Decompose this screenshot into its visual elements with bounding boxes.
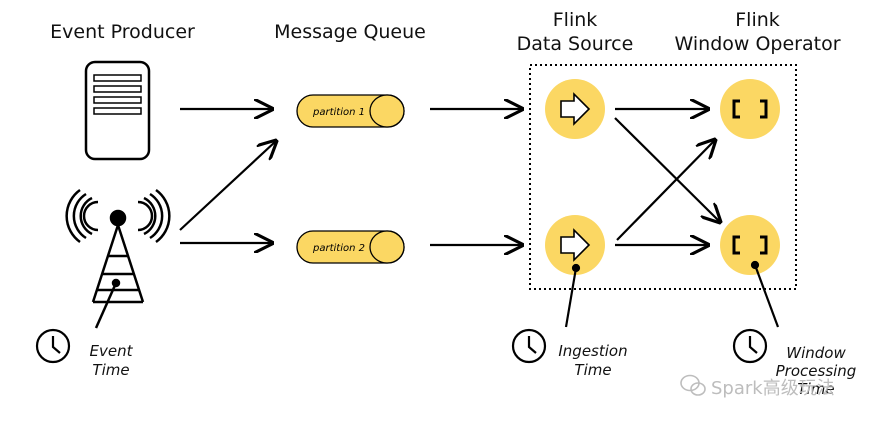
window-bracket-icon-2 [732,235,768,255]
ingestion-time-line1: Ingestion [558,342,628,360]
source-node-2 [545,215,605,275]
window-bracket-icon-1 [732,99,768,119]
arrow-source1-to-window2 [614,117,720,222]
processing-pointer [750,260,780,328]
message-queue-title: Message Queue [274,21,426,43]
ingestion-pointer [564,263,581,328]
processing-time-clock-icon [732,328,768,364]
ingestion-time-clock-icon [511,328,547,364]
server-icon [84,60,151,161]
partition-2-label: partition 2 [312,243,365,254]
flink-window-title-line1: Flink [735,9,780,31]
source-arrow-icon-1 [560,92,591,126]
ingestion-time-line2: Time [574,361,612,379]
window-node-1 [720,79,780,139]
partition-1-label: partition 1 [312,107,365,118]
event-time-line2: Time [92,361,130,379]
processing-time-line2: Processing [775,362,857,380]
arrow-source2-to-window1 [616,140,715,241]
source-node-1 [545,79,605,139]
event-time-line1: Event [89,342,133,360]
source-arrow-icon-2 [560,228,591,262]
flink-source-title-line2: Data Source [516,33,634,55]
arrow-tower-to-p1 [179,141,276,231]
watermark-text: Spark高级玩法 [711,378,835,399]
partition-1-node: partition 1 [296,94,405,128]
wechat-logo-icon [680,374,706,396]
flow-arrows [179,109,720,245]
processing-time-line1: Window [786,344,846,362]
flink-window-title-line2: Window Operator [674,33,841,55]
antenna-tower-icon [65,188,171,329]
partition-2-node: partition 2 [296,230,405,264]
event-time-clock-icon [35,328,71,364]
flink-source-title-line1: Flink [552,9,598,31]
event-producer-title: Event Producer [50,21,195,43]
window-node-2 [720,215,780,275]
processing-time-line3: Time [797,380,835,398]
